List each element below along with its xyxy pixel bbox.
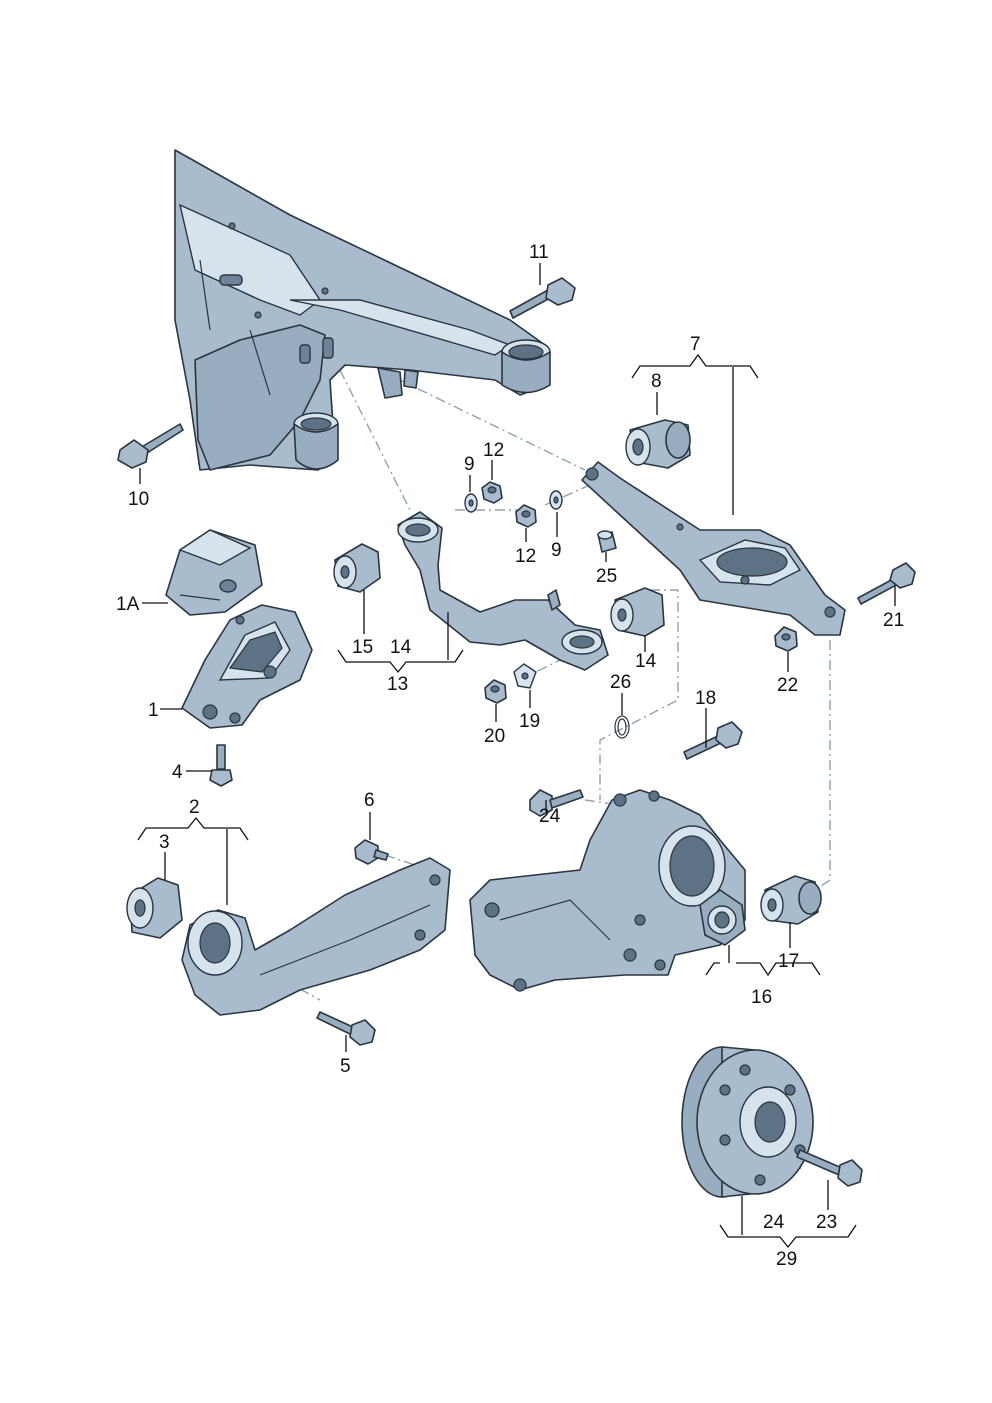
part-1a-cover	[165, 529, 263, 616]
part-7-control-arm	[581, 461, 846, 636]
label-22: 22	[777, 675, 798, 696]
part-2-trailing-arm	[181, 857, 451, 1016]
label-1a: 1A	[116, 594, 140, 615]
label-4: 4	[172, 762, 183, 783]
label-20: 20	[484, 726, 505, 747]
part-25-sleeve	[597, 530, 617, 553]
label-24-lower: 24	[763, 1212, 785, 1233]
part-13-upper-arm	[397, 511, 609, 671]
part-17-bushing	[760, 875, 822, 925]
label-13: 13	[387, 674, 408, 695]
label-1: 1	[148, 700, 159, 721]
label-6: 6	[364, 790, 375, 811]
part-1-bracket	[181, 604, 313, 729]
label-14-left: 14	[390, 637, 412, 658]
part-10-bolt	[117, 423, 184, 469]
label-25: 25	[596, 566, 617, 587]
part-12-nut-upper	[481, 481, 503, 504]
label-9-left: 9	[464, 454, 475, 475]
label-16: 16	[751, 987, 772, 1008]
part-18-bolt	[683, 721, 743, 760]
label-14-right: 14	[635, 651, 657, 672]
part-labels: 11 7 8 9 12 12 9 25 10 1A 1 4 15 14 13 1…	[116, 242, 904, 1270]
label-23: 23	[816, 1212, 837, 1233]
part-14-bushing	[610, 587, 665, 637]
label-5: 5	[340, 1056, 351, 1077]
label-2: 2	[189, 797, 200, 818]
label-18: 18	[695, 688, 716, 709]
label-17: 17	[778, 951, 799, 972]
label-12-lower: 12	[515, 546, 536, 567]
part-20-nut	[484, 679, 507, 704]
part-9-washer-left	[464, 493, 478, 513]
label-26: 26	[610, 672, 631, 693]
label-9-right: 9	[551, 540, 562, 561]
part-5-bolt	[316, 1011, 376, 1046]
part-4-screw	[209, 744, 233, 787]
rear-axle-subframe	[174, 149, 551, 471]
part-22-nut	[774, 626, 798, 652]
part-26-circlip	[614, 715, 630, 739]
label-19: 19	[519, 711, 540, 732]
part-23-bolt	[796, 1149, 863, 1187]
part-24-bolt-upper	[529, 789, 584, 817]
part-9-washer-right	[549, 490, 563, 510]
label-10: 10	[128, 489, 149, 510]
part-6-bolt	[354, 839, 389, 865]
label-29: 29	[776, 1249, 797, 1270]
part-29-wheel-hub	[681, 1046, 814, 1198]
part-12-nut-lower	[515, 504, 537, 528]
label-3: 3	[159, 832, 170, 853]
label-7: 7	[690, 334, 701, 355]
label-12-upper: 12	[483, 440, 504, 461]
part-3-bushing	[126, 877, 183, 939]
part-19-eccentric-washer	[513, 663, 537, 689]
label-8: 8	[651, 371, 662, 392]
part-21-bolt	[857, 562, 916, 605]
label-21: 21	[883, 610, 904, 631]
part-8-bushing	[625, 419, 691, 469]
label-24-upper: 24	[539, 806, 561, 827]
label-11: 11	[529, 242, 549, 263]
label-15: 15	[352, 637, 373, 658]
part-16-wheel-bearing-housing	[469, 789, 746, 992]
part-15-bushing	[333, 543, 381, 593]
leader-lines	[137, 263, 896, 1249]
part-11-bolt	[509, 277, 576, 319]
